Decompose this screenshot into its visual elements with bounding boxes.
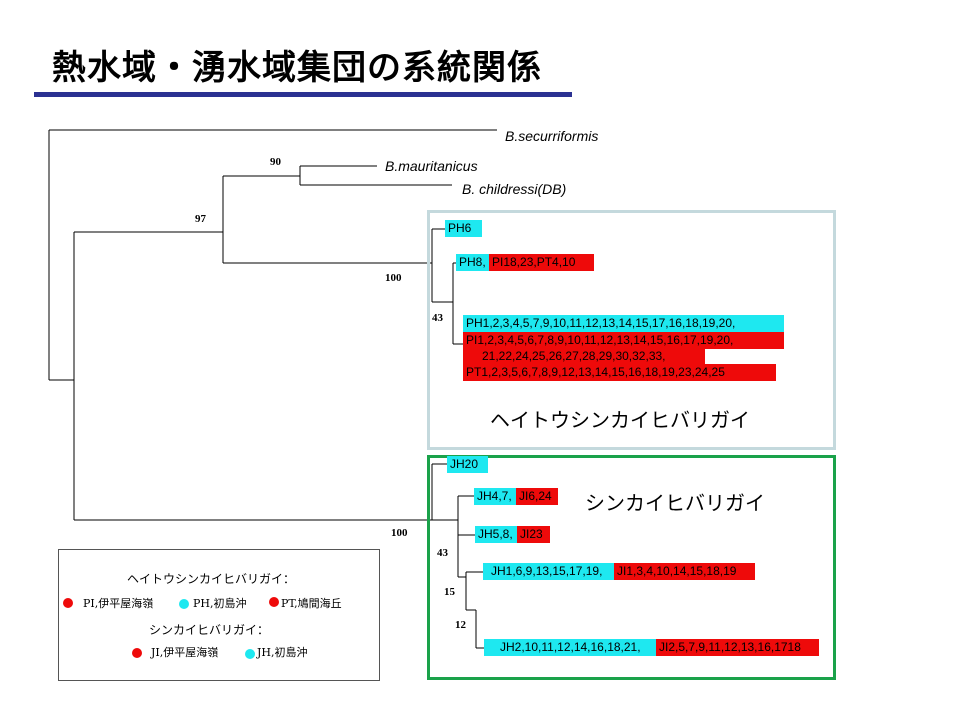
bootstrap-100-shinkai: 100	[391, 527, 408, 539]
legend-heading-heito: ヘイトウシンカイヒバリガイ：	[127, 572, 296, 586]
leaf-jh20: JH20	[447, 456, 488, 473]
legend-dot-pt	[269, 597, 279, 607]
leaf-pi-main-cont: 21,22,24,25,26,27,28,29,30,32,33,	[463, 348, 705, 365]
bootstrap-90: 90	[270, 156, 281, 168]
taxon-securriformis: B.securriformis	[505, 128, 599, 144]
legend-item-jh: JH,初島沖	[257, 646, 308, 659]
leaf-jh1-red: JI1,3,4,10,14,15,18,19	[614, 563, 755, 580]
legend-dot-ji	[132, 648, 142, 658]
leaf-jh2-cyan: JH2,10,11,12,14,16,18,21,	[484, 639, 656, 656]
legend-item-ph: PH,初島沖	[193, 597, 247, 610]
legend-dot-jh	[245, 649, 255, 659]
taxon-mauritanicus: B.mauritanicus	[385, 158, 478, 174]
group-label-shinkai: シンカイヒバリガイ	[585, 491, 765, 515]
leaf-jh2: JH2,10,11,12,14,16,18,21, JI2,5,7,9,11,1…	[484, 639, 819, 656]
bootstrap-100-heito: 100	[385, 272, 402, 284]
legend-dot-ph	[179, 599, 189, 609]
leaf-jh4-red: JI6,24	[516, 488, 558, 505]
leaf-jh1: JH1,6,9,13,15,17,19, JI1,3,4,10,14,15,18…	[483, 563, 755, 580]
leaf-jh1-cyan: JH1,6,9,13,15,17,19,	[483, 563, 614, 580]
leaf-ph6: PH6	[445, 220, 482, 237]
leaf-jh4: JH4,7, JI6,24	[474, 488, 558, 505]
legend-item-ji: JI,伊平屋海嶺	[151, 646, 219, 659]
leaf-pt-main: PT1,2,3,5,6,7,8,9,12,13,14,15,16,18,19,2…	[463, 364, 776, 381]
bootstrap-15: 15	[444, 586, 455, 598]
leaf-jh4-cyan: JH4,7,	[474, 488, 516, 505]
bootstrap-43-shinkai: 43	[437, 547, 448, 559]
legend-item-pt: PT,鳩間海丘	[281, 597, 342, 610]
leaf-jh5-red: JI23	[517, 526, 550, 543]
leaf-ph8-red: PI18,23,PT4,10	[489, 254, 594, 271]
page-title: 熱水域・湧水域集団の系統関係	[52, 48, 542, 88]
group-box-shinkai	[427, 455, 836, 680]
legend-heading-shinkai: シンカイヒバリガイ：	[149, 623, 270, 637]
legend: ヘイトウシンカイヒバリガイ： PI,伊平屋海嶺 PH,初島沖 PT,鳩間海丘 シ…	[58, 549, 380, 681]
leaf-pi-main: PI1,2,3,4,5,6,7,8,9,10,11,12,13,14,15,16…	[463, 332, 784, 349]
leaf-ph8: PH8, PI18,23,PT4,10	[456, 254, 594, 271]
leaf-jh5: JH5,8, JI23	[475, 526, 550, 543]
bootstrap-97: 97	[195, 213, 206, 225]
leaf-ph8-cyan: PH8,	[456, 254, 489, 271]
leaf-jh2-red: JI2,5,7,9,11,12,13,16,1718	[656, 639, 819, 656]
group-label-heito: ヘイトウシンカイヒバリガイ	[490, 408, 750, 432]
bootstrap-43-heito: 43	[432, 312, 443, 324]
bootstrap-12: 12	[455, 619, 466, 631]
legend-item-pi: PI,伊平屋海嶺	[83, 597, 154, 610]
legend-dot-pi	[63, 598, 73, 608]
leaf-jh5-cyan: JH5,8,	[475, 526, 517, 543]
leaf-ph-main: PH1,2,3,4,5,7,9,10,11,12,13,14,15,17,16,…	[463, 315, 784, 332]
taxon-childressi: B. childressi(DB)	[462, 181, 567, 197]
title-underline	[34, 92, 572, 97]
group-box-heito	[427, 210, 836, 450]
